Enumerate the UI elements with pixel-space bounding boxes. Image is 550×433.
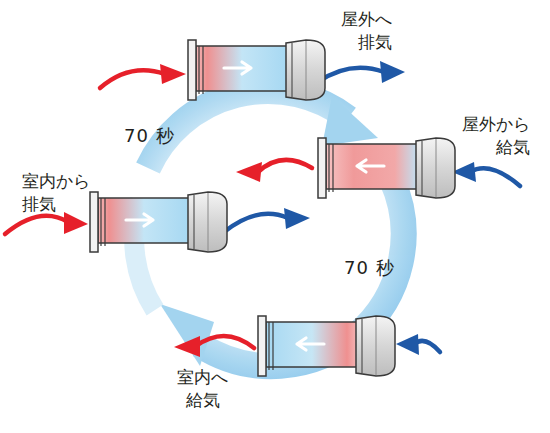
cycle-arrows-part xyxy=(160,304,214,366)
air-label: 屋外へ 排気 xyxy=(334,8,392,54)
air-flow-arrows-part xyxy=(470,168,520,186)
time-label: 70 秒 xyxy=(344,256,416,280)
air-flow-arrows xyxy=(5,61,520,357)
air-flow-arrows-part xyxy=(318,68,384,82)
air-flow-arrows-part xyxy=(224,214,288,232)
ventilation-unit xyxy=(188,40,325,100)
ventilation-unit xyxy=(258,316,395,376)
ventilation-unit-part xyxy=(318,138,333,198)
cycle-arrows-part xyxy=(322,96,378,146)
ventilation-unit-part xyxy=(357,160,384,172)
air-flow-arrows-part xyxy=(258,160,312,172)
air-flow-arrows-part xyxy=(284,208,310,229)
air-label: 室内へ 給気 xyxy=(174,366,232,412)
ventilation-unit-part xyxy=(224,62,251,74)
air-flow-arrows-part xyxy=(380,61,405,83)
ventilation-unit xyxy=(318,138,455,198)
ventilation-unit-part xyxy=(297,338,324,350)
air-flow-arrows-part xyxy=(100,70,165,88)
air-label: 屋外から 給気 xyxy=(455,113,530,159)
ventilation-unit-part xyxy=(188,40,203,100)
ventilation-unit-part xyxy=(126,214,153,226)
ventilation-unit-part xyxy=(416,138,455,198)
air-flow-arrows-part xyxy=(64,212,88,234)
ventilation-unit-part xyxy=(286,40,325,100)
ventilation-unit-part xyxy=(90,192,105,252)
ventilation-unit-part xyxy=(188,192,227,252)
air-flow-arrows-part xyxy=(5,216,68,234)
air-label: 室内から 排気 xyxy=(22,170,97,216)
air-flow-arrows-part xyxy=(236,162,262,182)
air-flow-arrows-part xyxy=(160,64,186,84)
ventilation-unit-part xyxy=(258,316,273,376)
ventilation-unit-part xyxy=(196,46,288,91)
ventilation-unit-part xyxy=(98,198,190,243)
ventilation-unit xyxy=(90,192,227,252)
time-label: 70 秒 xyxy=(124,124,196,148)
air-flow-arrows-part xyxy=(396,334,419,355)
ventilation-unit-part xyxy=(326,144,418,189)
ventilation-unit-part xyxy=(356,316,395,376)
ventilation-unit-part xyxy=(266,322,358,367)
air-flow-arrows-part xyxy=(174,336,200,357)
air-flow-arrows-part xyxy=(196,336,254,348)
